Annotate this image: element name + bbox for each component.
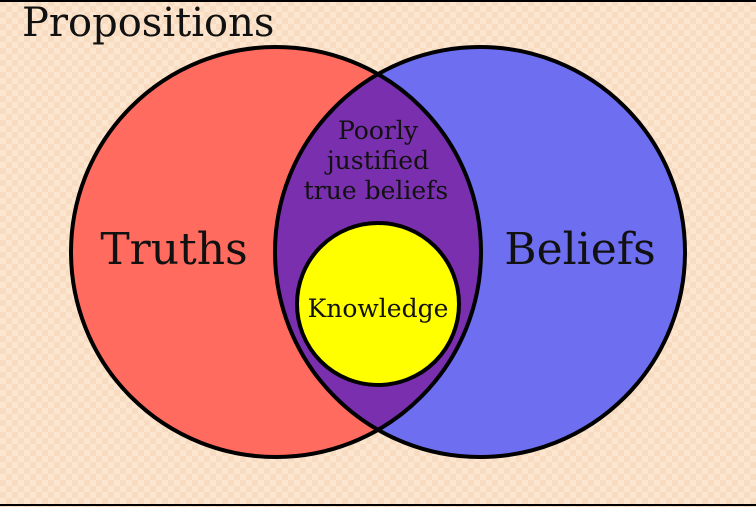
beliefs-label: Beliefs [504, 224, 655, 275]
knowledge-circle [295, 221, 461, 387]
knowledge-label: Knowledge [308, 294, 449, 323]
overlap-label-line-1: Poorly [338, 116, 419, 145]
beliefs-outline [273, 45, 687, 459]
truths-outline [69, 45, 483, 459]
overlap-label-line-2: justified [324, 146, 429, 175]
truths-label: Truths [100, 224, 247, 275]
diagram-title: Propositions [22, 0, 274, 46]
overlap-label-line-3: true beliefs [304, 176, 449, 205]
